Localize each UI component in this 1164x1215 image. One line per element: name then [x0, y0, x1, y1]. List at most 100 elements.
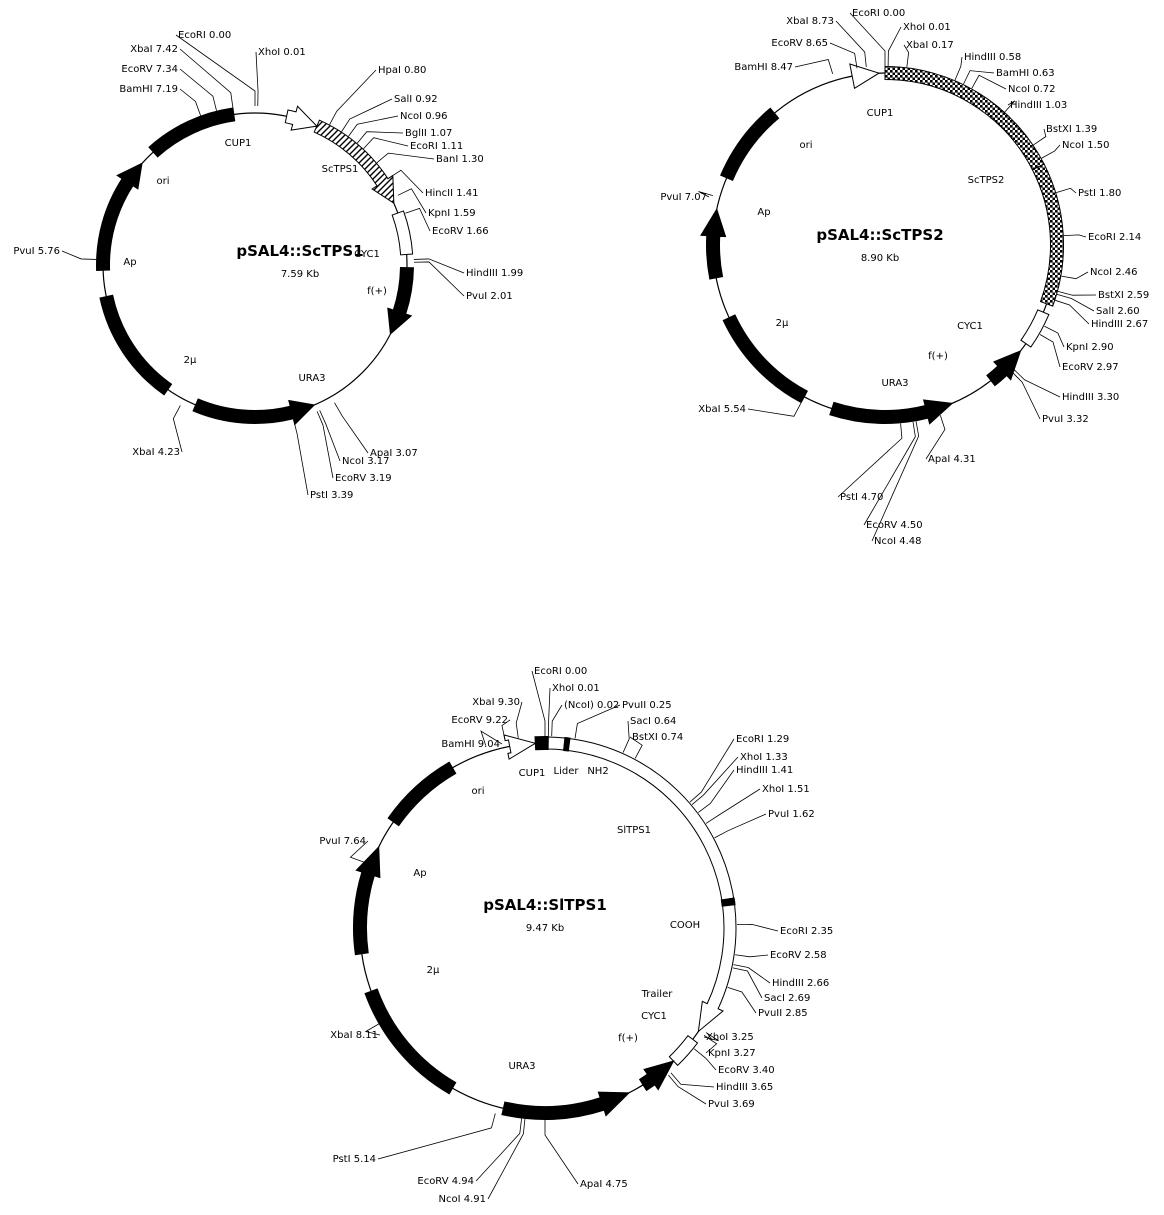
feature-segment [364, 988, 457, 1095]
plasmid-title: pSAL4::ScTPS1 [236, 242, 363, 260]
restriction-site-label: PvuI 3.69 [708, 1099, 755, 1110]
feature-label: CUP1 [225, 138, 252, 149]
site-leader-line [903, 44, 910, 68]
feature-label: ScTPS2 [968, 175, 1005, 186]
site-leader-line [835, 20, 867, 68]
site-leader-line [670, 1072, 715, 1088]
site-leader-line [1044, 325, 1065, 348]
site-leader-line [348, 115, 399, 137]
site-leader-line [925, 415, 946, 460]
site-leader-line [735, 954, 769, 958]
restriction-site-label: HincII 1.41 [425, 188, 478, 199]
feature-label: Ap [123, 257, 136, 268]
feature-label: URA3 [508, 1061, 535, 1072]
site-leader-line [376, 152, 435, 164]
restriction-site-label: PstI 3.39 [310, 490, 353, 501]
restriction-site-label: EcoRI 2.35 [780, 926, 833, 937]
restriction-site-label: XhoI 3.25 [706, 1032, 754, 1043]
feature-segment [534, 735, 549, 751]
feature-segment [722, 314, 808, 404]
feature-segment [720, 897, 736, 907]
restriction-site-label: NcoI 0.96 [400, 111, 448, 122]
feature-label: ori [156, 176, 169, 187]
feature-label: 2μ [776, 318, 789, 329]
feature-label: COOH [670, 920, 700, 931]
site-leader-line [356, 131, 404, 144]
site-leader-line [293, 419, 309, 496]
restriction-site-label: NcoI 4.91 [439, 1194, 487, 1205]
site-leader-line [329, 69, 377, 125]
site-leader-line [736, 923, 779, 932]
site-leader-line [501, 719, 511, 741]
site-leader-line [255, 51, 259, 107]
restriction-site-label: BamHI 9.04 [441, 739, 500, 750]
feature-segment [503, 734, 537, 760]
restriction-site-label: XbaI 9.30 [472, 697, 520, 708]
restriction-site-label: PvuI 7.07 [660, 192, 707, 203]
restriction-site-label: EcoRI 0.00 [534, 666, 587, 677]
feature-segment [849, 63, 881, 90]
restriction-site-label: HindIII 1.99 [466, 268, 523, 279]
plasmid-size: 8.90 Kb [861, 253, 899, 264]
plasmid-size: 7.59 Kb [281, 269, 319, 280]
restriction-site-label: XbaI 8.11 [330, 1030, 378, 1041]
site-leader-line [413, 261, 465, 297]
feature-label: Ap [757, 207, 770, 218]
restriction-site-label: PstI 1.80 [1078, 188, 1121, 199]
site-leader-line [480, 730, 503, 746]
site-leader-line [871, 421, 920, 542]
restriction-site-label: EcoRV 2.97 [1062, 362, 1119, 373]
feature-segment [720, 107, 780, 181]
site-leader-line [863, 421, 916, 526]
feature-label: Trailer [641, 989, 674, 1000]
feature-segment [700, 208, 727, 280]
restriction-site-label: BamHI 0.63 [996, 68, 1055, 79]
site-leader-line [691, 756, 739, 805]
feature-label: CUP1 [519, 768, 546, 779]
feature-label: CYC1 [641, 1011, 667, 1022]
site-leader-line [364, 1023, 381, 1036]
site-leader-line [971, 74, 1007, 90]
site-leader-line [703, 1035, 718, 1054]
site-leader-line [544, 1120, 579, 1185]
restriction-site-label: HindIII 2.66 [772, 978, 829, 989]
feature-segment [1031, 163, 1065, 307]
restriction-site-label: PvuI 2.01 [466, 291, 513, 302]
feature-segment [829, 399, 954, 425]
site-leader-line [397, 188, 427, 214]
restriction-site-label: XhoI 1.51 [762, 784, 810, 795]
site-leader-line [733, 964, 771, 984]
site-leader-line [963, 70, 995, 85]
restriction-site-label: BstXI 2.59 [1098, 290, 1149, 301]
site-leader-line [179, 68, 217, 111]
feature-label: NH2 [587, 766, 608, 777]
restriction-site-label: HindIII 3.65 [716, 1082, 773, 1093]
feature-segment [697, 904, 737, 1033]
restriction-site-label: SacI 2.69 [764, 993, 810, 1004]
site-leader-line [363, 137, 409, 149]
restriction-site-label: SalI 0.92 [394, 94, 438, 105]
site-leader-line [705, 788, 761, 824]
restriction-site-label: SacI 0.64 [630, 716, 676, 727]
restriction-site-label: NcoI 3.17 [342, 456, 390, 467]
restriction-site-label: XbaI 4.23 [132, 447, 180, 458]
site-leader-line [388, 169, 424, 194]
site-leader-line [1011, 371, 1041, 420]
feature-segment [668, 1035, 699, 1067]
restriction-site-label: HpaI 0.80 [378, 65, 426, 76]
feature-segment [1020, 309, 1050, 348]
feature-label: Ap [413, 868, 426, 879]
restriction-site-label: EcoRV 1.66 [432, 226, 489, 237]
site-leader-line [732, 967, 763, 999]
site-leader-line [887, 26, 902, 67]
restriction-site-label: PstI 4.70 [840, 492, 883, 503]
site-leader-line [341, 98, 393, 132]
restriction-site-label: EcoRV 4.94 [417, 1176, 474, 1187]
restriction-site-label: EcoRV 4.50 [866, 520, 923, 531]
restriction-site-label: EcoRV 3.19 [335, 473, 392, 484]
restriction-site-label: XhoI 0.01 [258, 47, 306, 58]
restriction-site-label: (NcoI) 0.02 [564, 700, 619, 711]
site-leader-line [179, 88, 201, 116]
feature-label: 2μ [427, 965, 440, 976]
